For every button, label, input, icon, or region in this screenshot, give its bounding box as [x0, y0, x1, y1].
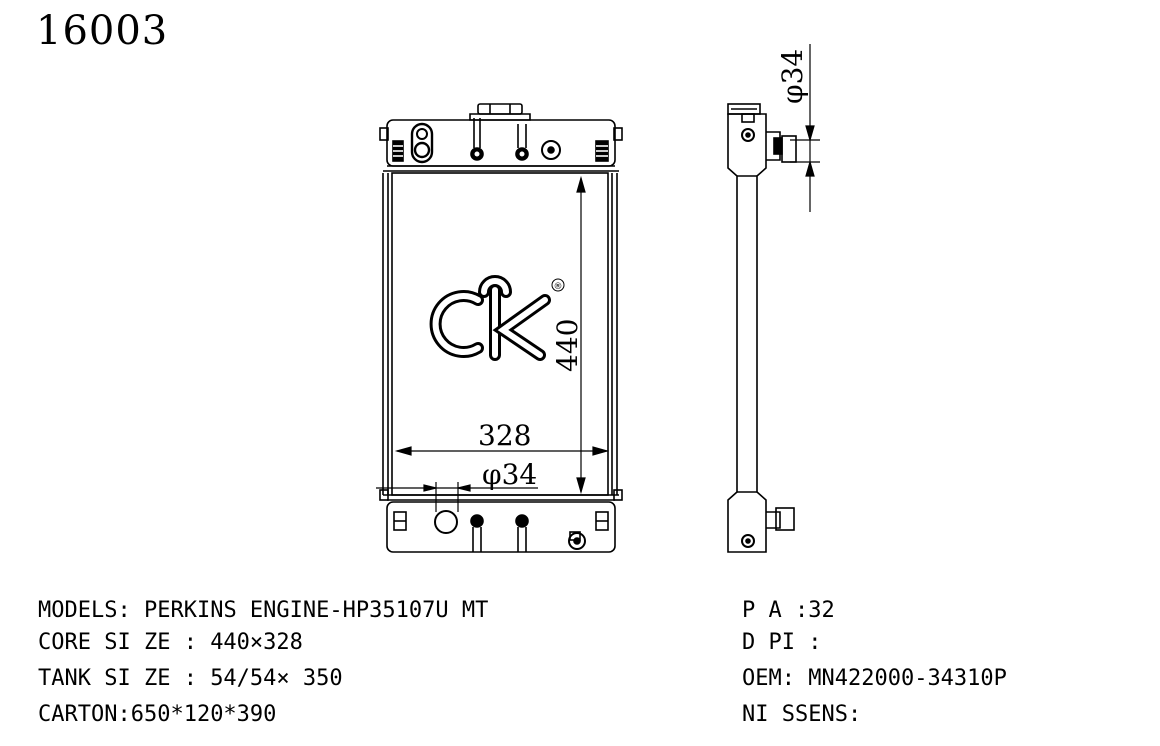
spec-value: 650*120*390: [130, 702, 277, 727]
spec-core-size: CORE SI ZE : 440×328: [38, 632, 303, 654]
ck-logo: [429, 275, 551, 361]
side-pipe-dimension: [790, 44, 820, 212]
spec-pa: P A :32: [742, 600, 835, 622]
spec-label: TANK SI ZE :: [38, 666, 211, 691]
spec-value: PERKINS ENGINE-HP35107U MT: [143, 598, 489, 623]
spec-nissens: NI SSENS:: [742, 704, 861, 726]
bottom-tank: [386, 501, 616, 553]
width-dimension: [394, 446, 610, 456]
spec-tank-size: TANK SI ZE : 54/54× 350: [38, 668, 343, 690]
spec-label: CARTON:: [38, 702, 131, 727]
height-dimension: [576, 175, 586, 495]
front-view: ® 440 328 φ34: [376, 103, 623, 553]
height-label: 440: [551, 319, 584, 372]
spec-label: P A :: [742, 598, 809, 623]
filler-cap: [469, 103, 531, 121]
spec-value: MN422000-34310P: [808, 666, 1007, 691]
spec-oem: OEM: MN422000-34310P: [742, 668, 1007, 690]
registered-mark: ®: [554, 282, 563, 292]
spec-value: 440×328: [210, 630, 303, 655]
top-outlet: [410, 122, 434, 164]
inlet-dimension: [376, 482, 538, 512]
spec-models: MODELS: PERKINS ENGINE-HP35107U MT: [38, 600, 488, 622]
inlet-label: φ34: [482, 458, 537, 491]
spec-label: OEM:: [742, 666, 809, 691]
part-number: 16003: [36, 8, 169, 54]
width-label: 328: [478, 419, 531, 452]
spec-value: 54/54× 350: [210, 666, 343, 691]
spec-label: CORE SI ZE :: [38, 630, 211, 655]
spec-label: NI SSENS:: [742, 702, 862, 727]
spec-label: D PI :: [742, 630, 822, 655]
spec-carton: CARTON:650*120*390: [38, 704, 276, 726]
side-pipe-label: φ34: [776, 49, 809, 104]
spec-dpi: D PI :: [742, 632, 821, 654]
side-view: φ34: [727, 44, 820, 553]
spec-label: MODELS:: [38, 598, 144, 623]
spec-value: 32: [808, 598, 835, 623]
